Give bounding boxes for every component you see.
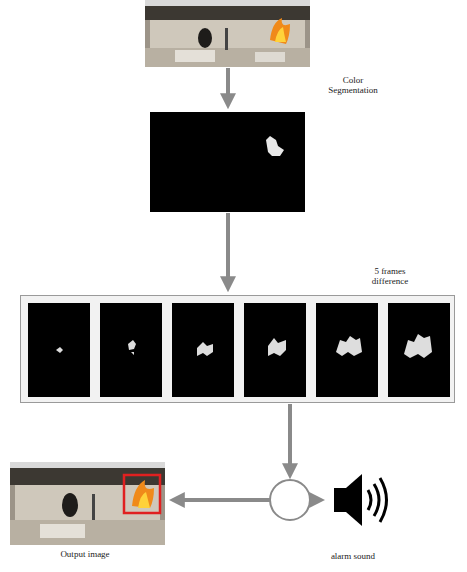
band-fill: [20, 295, 455, 403]
segmentation-mask: [150, 112, 305, 212]
input-image: [145, 0, 310, 67]
frames-band: 5 frames difference: [20, 295, 455, 403]
difference-frames: [28, 303, 450, 397]
caption-label: alarm sound: [318, 551, 388, 561]
band-heading: 5 frames difference: [361, 266, 419, 287]
flow-arrows: [176, 68, 318, 500]
caption-label: Color Segmentation: [322, 75, 384, 96]
decision-circle: [270, 480, 310, 520]
caption-label: Output image: [40, 549, 130, 559]
output-image: [10, 462, 165, 545]
speaker-icon: [334, 474, 387, 526]
